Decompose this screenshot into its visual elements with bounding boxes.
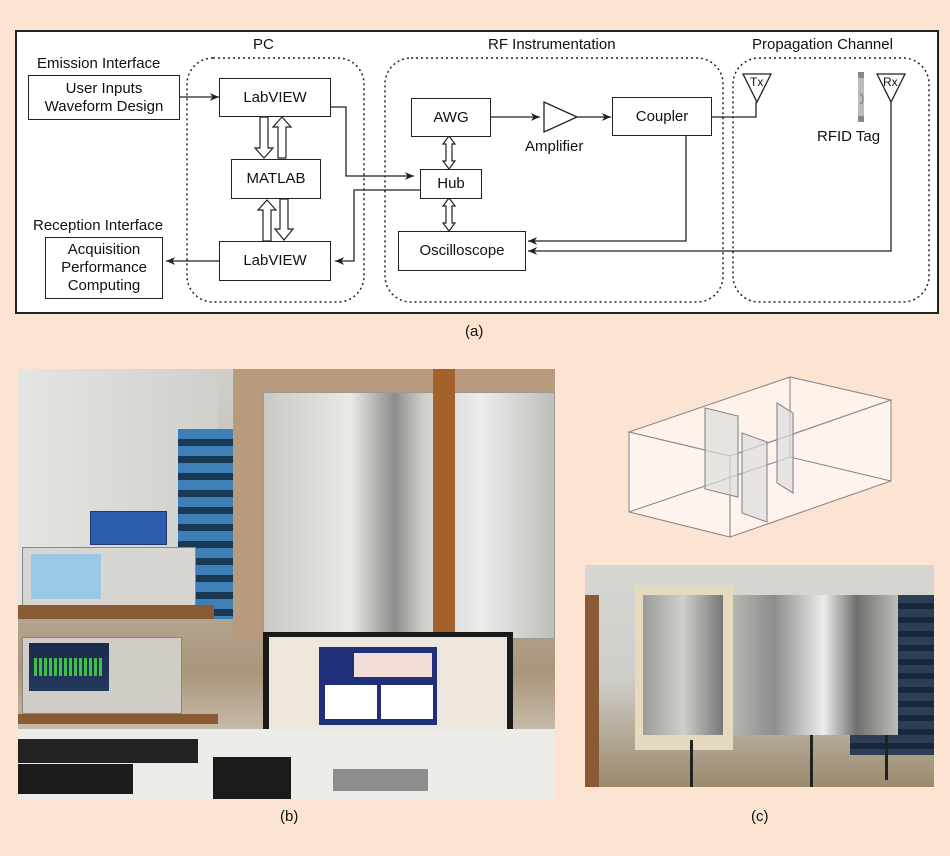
labview-bottom-block: LabVIEW	[219, 241, 331, 281]
keyboard-back	[18, 739, 198, 763]
table-leg	[690, 740, 693, 787]
lab-setup-photo	[18, 369, 555, 799]
box-3d-model	[627, 376, 893, 538]
reception-line-2: Performance	[61, 259, 147, 276]
reception-line-1: Acquisition	[67, 241, 141, 258]
partition-1	[704, 407, 739, 498]
wooden-post	[433, 369, 455, 634]
oscilloscope-block: Oscilloscope	[398, 231, 526, 271]
monitor-screen	[269, 637, 507, 745]
emission-interface-box: User Inputs Waveform Design	[28, 75, 180, 120]
keyboard-front	[18, 764, 133, 794]
table-leg	[810, 735, 813, 787]
labview-plot-right	[381, 685, 433, 719]
matlab-block: MATLAB	[231, 159, 321, 199]
chamber-frame-front	[635, 585, 733, 750]
caption-c: (c)	[751, 808, 769, 825]
channel-group-title: Propagation Channel	[752, 36, 893, 53]
tx-label: Tx	[750, 75, 764, 89]
waveform-trace	[34, 658, 104, 676]
awg-block: AWG	[411, 98, 491, 137]
rx-label: Rx	[883, 75, 898, 89]
shelf-bottom	[18, 714, 218, 724]
labview-plot-top	[354, 653, 432, 677]
rf-group-title: RF Instrumentation	[488, 36, 616, 53]
chamber-photo	[585, 565, 934, 787]
oscilloscope-screen	[29, 643, 109, 691]
table-leg	[885, 735, 888, 780]
emission-line-2: Waveform Design	[44, 97, 164, 115]
caption-a: (a)	[465, 323, 484, 340]
oscilloscope-device	[22, 637, 182, 714]
monitor-stand	[333, 769, 428, 791]
pc-group-title: PC	[253, 36, 274, 53]
partition-3	[776, 402, 794, 494]
emission-interface-title: Emission Interface	[37, 55, 161, 72]
shelf-top	[18, 605, 214, 619]
reception-interface-box: Acquisition Performance Computing	[45, 237, 163, 299]
caption-b: (b)	[280, 808, 299, 825]
emission-line-1: User Inputs	[65, 79, 143, 97]
mini-pc	[213, 757, 291, 799]
rfid-tag-label: RFID Tag	[817, 128, 881, 145]
metal-chamber	[263, 392, 555, 639]
reception-interface-title: Reception Interface	[33, 217, 164, 234]
labview-plot-left	[325, 685, 377, 719]
reception-line-3: Computing	[67, 277, 141, 294]
chamber-opening	[643, 595, 723, 735]
labview-top-block: LabVIEW	[219, 78, 331, 117]
labview-ui-panel	[319, 647, 437, 725]
power-supply	[90, 511, 167, 545]
generator-screen	[31, 554, 101, 599]
chamber-side-panel	[733, 595, 898, 735]
signal-generator	[22, 547, 196, 607]
hub-block: Hub	[420, 169, 482, 199]
partition-2	[741, 432, 768, 523]
coupler-block: Coupler	[612, 97, 712, 136]
amplifier-label: Amplifier	[525, 138, 584, 155]
wooden-post	[585, 595, 599, 787]
